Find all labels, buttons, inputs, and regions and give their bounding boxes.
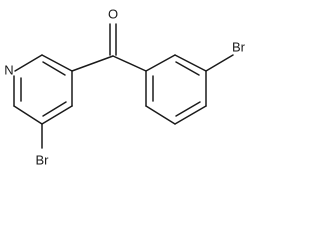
bond-c5-c6 — [13, 105, 43, 125]
bond-n-c2 — [14, 54, 43, 72]
atom-oxygen: O — [108, 7, 118, 22]
atom-bromine-pyridine: Br — [36, 153, 50, 168]
bond-p4-p5-double — [175, 101, 201, 117]
bond-c4-c5-double — [42, 101, 67, 117]
bond-p5-p6 — [145, 105, 176, 125]
bond-p2-p3-double — [175, 61, 200, 76]
bond-p2-p3 — [174, 54, 207, 72]
atom-nitrogen: N — [4, 63, 13, 78]
bond-c4-c5 — [41, 105, 73, 125]
atom-bromine-phenyl: Br — [232, 40, 246, 55]
phenyl-ring — [145, 54, 207, 125]
pyridine-ring — [13, 54, 73, 125]
carbonyl-group — [71, 23, 147, 72]
bond-carbonyl-phenyl — [112, 55, 147, 72]
bond-c2-c3-double — [42, 61, 66, 76]
bond-c3-carbonyl — [71, 55, 114, 72]
bond-p1-p2 — [145, 54, 176, 72]
bond-p3-br — [205, 54, 234, 72]
bond-c2-c3 — [41, 54, 73, 72]
bond-p4-p5 — [174, 105, 207, 125]
chemical-structure-diagram: O N Br Br — [4, 7, 246, 168]
